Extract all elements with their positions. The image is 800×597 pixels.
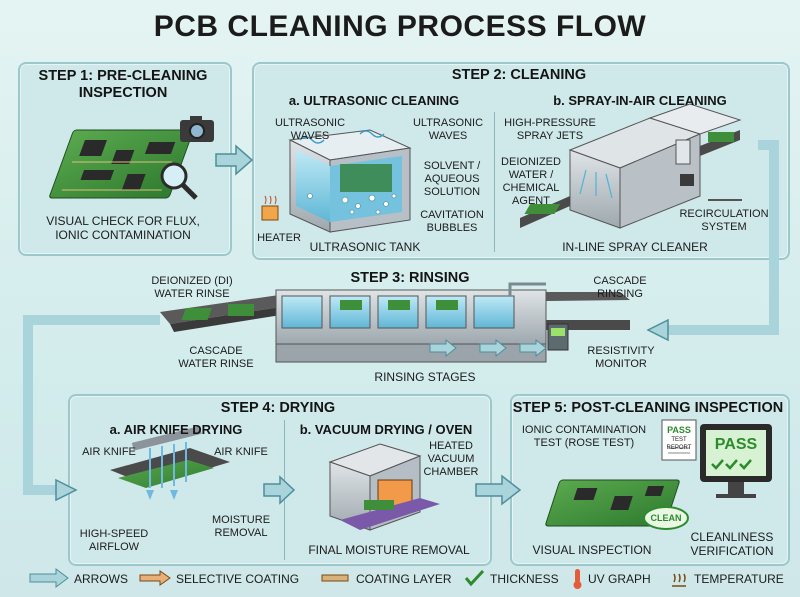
step2-a-title: a. ULTRASONIC CLEANING — [288, 93, 460, 108]
monitor-pass: PASS — [714, 436, 758, 453]
label-cascade-top-2: RINSING — [597, 288, 643, 300]
label-jets-1: HIGH-PRESSURE — [504, 117, 596, 129]
test-report-icon — [661, 419, 697, 461]
label-cavitation-2: BUBBLES — [426, 222, 478, 234]
label-airknife-right: AIR KNIFE — [214, 446, 268, 458]
label-chamber-1: HEATED — [429, 440, 473, 452]
step4-a-title: a. AIR KNIFE DRYING — [109, 422, 243, 437]
label-ultrasonic-tank: ULTRASONIC TANK — [309, 240, 421, 254]
arrow-icon — [29, 568, 69, 588]
legend-uv-graph: UV GRAPH — [588, 572, 651, 586]
label-cleanliness-1: CLEANLINESS — [690, 530, 774, 544]
report-pass: PASS — [667, 425, 691, 435]
label-heater: HEATER — [257, 232, 301, 244]
label-cascade-bottom-1: CASCADE — [189, 345, 243, 357]
label-di-3: CHEMICAL — [502, 182, 560, 194]
label-cascade-bottom-2: WATER RINSE — [178, 358, 254, 370]
step3-heading: STEP 3: RINSING — [350, 270, 470, 286]
selective-coating-icon — [139, 570, 171, 586]
clean-stamp — [643, 506, 689, 530]
legend: ARROWS SELECTIVE COATING COATING LAYER T… — [0, 566, 800, 594]
thermometer-icon — [573, 569, 582, 589]
label-airknife-left: AIR KNIFE — [82, 446, 136, 458]
report-title: TEST REPORT — [666, 437, 692, 451]
label-di-1: DEIONIZED — [501, 156, 561, 168]
page-title: PCB CLEANING PROCESS FLOW — [153, 10, 647, 43]
label-resistivity-1: RESISTIVITY — [587, 345, 655, 357]
step5-heading: STEP 5: POST-CLEANING INSPECTION — [512, 400, 784, 416]
label-waves-left-1: ULTRASONIC — [274, 117, 346, 129]
label-solvent-3: SOLUTION — [423, 186, 481, 198]
legend-arrows: ARROWS — [74, 572, 128, 586]
label-cascade-top-1: CASCADE — [593, 275, 647, 287]
step4-heading: STEP 4: DRYING — [220, 400, 336, 416]
step1-caption-2: IONIC CONTAMINATION — [55, 228, 191, 242]
ultrasonic-tank — [288, 129, 412, 233]
label-di-rinse-2: WATER RINSE — [154, 288, 230, 300]
label-cleanliness-2: VERIFICATION — [690, 544, 774, 558]
label-airflow-1: HIGH-SPEED — [79, 528, 149, 540]
coating-layer-icon — [321, 574, 349, 582]
step1-pcb — [49, 129, 194, 199]
label-di-2: WATER / — [508, 169, 554, 181]
flow-arrow-air-vacuum — [263, 475, 296, 505]
spray-cleaner — [520, 103, 742, 229]
legend-icons — [29, 568, 686, 589]
label-rose-2: TEST (ROSE TEST) — [533, 437, 635, 449]
label-di-rinse-1: DEIONIZED (DI) — [151, 275, 233, 287]
flow-arrow-4-5 — [475, 474, 522, 506]
rinse-tanks — [275, 282, 569, 363]
label-recirc-2: SYSTEM — [701, 221, 747, 233]
label-jets-2: SPRAY JETS — [516, 130, 584, 142]
legend-thickness: THICKNESS — [490, 572, 559, 586]
label-waves-right-2: WAVES — [428, 130, 468, 142]
label-waves-right-1: ULTRASONIC — [412, 117, 484, 129]
step1-heading: STEP 1: PRE-CLEANING INSPECTION — [38, 68, 208, 101]
step2-b-title: b. SPRAY-IN-AIR CLEANING — [553, 93, 727, 108]
label-moisture-2: REMOVAL — [214, 527, 268, 539]
air-knife — [110, 425, 230, 500]
monitor-icon — [700, 424, 772, 498]
flow-arrow-3-4 — [23, 315, 160, 502]
step1-caption-1: VISUAL CHECK FOR FLUX, — [46, 214, 200, 228]
step4-b-title: b. VACUUM DRYING / OVEN — [299, 422, 473, 437]
label-rinsing-stages: RINSING STAGES — [374, 370, 476, 384]
label-resistivity-2: MONITOR — [595, 358, 647, 370]
label-visual-inspection: VISUAL INSPECTION — [532, 543, 652, 557]
label-cavitation-1: CAVITATION — [420, 209, 484, 221]
label-airflow-2: AIRFLOW — [88, 541, 140, 553]
label-inline-cleaner: IN-LINE SPRAY CLEANER — [562, 240, 708, 254]
label-moisture-1: MOISTURE — [211, 514, 271, 526]
clean-stamp-text: CLEAN — [650, 513, 682, 523]
label-solvent-2: AQUEOUS — [424, 173, 480, 185]
camera-icon — [180, 116, 214, 142]
label-rose-1: IONIC CONTAMINATION — [521, 424, 647, 436]
label-final-moisture: FINAL MOISTURE REMOVAL — [308, 543, 470, 557]
label-recirc-1: RECIRCULATION — [679, 208, 769, 220]
label-di-4: AGENT — [512, 195, 550, 207]
legend-coating-layer: COATING LAYER — [356, 572, 452, 586]
temperature-icon — [672, 573, 686, 587]
label-waves-left-2: WAVES — [290, 130, 330, 142]
step2-divider — [494, 112, 495, 252]
label-solvent-1: SOLVENT / — [423, 160, 481, 172]
checkmark-icon — [464, 569, 485, 587]
step2-heading: STEP 2: CLEANING — [451, 67, 587, 83]
label-chamber-2: VACUUM — [427, 453, 475, 465]
legend-selective-coating: SELECTIVE COATING — [176, 572, 300, 586]
vacuum-oven — [328, 443, 440, 531]
heater-icon — [261, 195, 279, 221]
flow-arrow-1-2 — [215, 144, 254, 176]
flow-arrow-2-3 — [646, 140, 779, 342]
legend-temperature: TEMPERATURE — [694, 572, 784, 586]
label-chamber-3: CHAMBER — [423, 466, 479, 478]
magnifier-icon — [160, 162, 198, 200]
